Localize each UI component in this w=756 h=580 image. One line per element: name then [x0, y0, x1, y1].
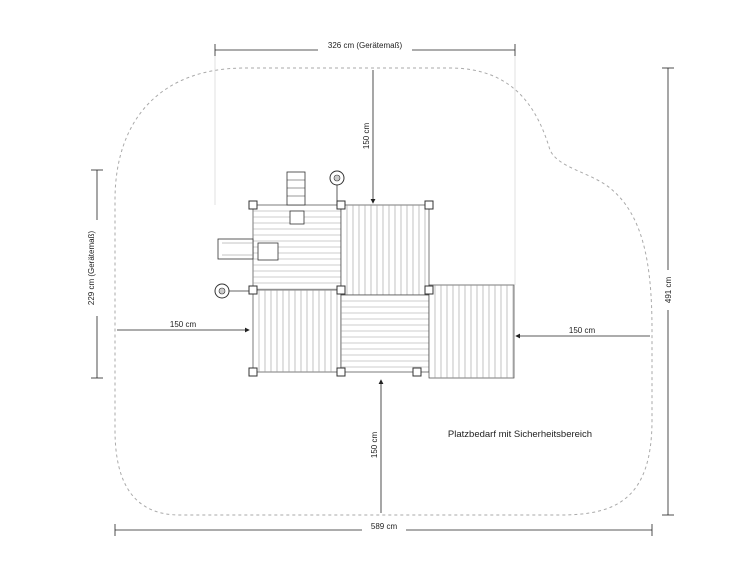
dimension-top-width: 326 cm (Gerätemaß): [214, 38, 516, 285]
dimension-right-clearance-label: 150 cm: [569, 326, 596, 335]
posts: [248, 200, 434, 377]
dimension-bottom-width-label: 589 cm: [371, 522, 398, 531]
platform-upper-right: [340, 204, 430, 296]
dimension-right-height-label: 491 cm: [664, 277, 673, 304]
dimension-top-clearance-label: 150 cm: [362, 123, 371, 150]
safety-area-outline: [114, 67, 653, 516]
ladder: [286, 171, 306, 225]
dimension-top-width-label: 326 cm (Gerätemaß): [328, 41, 403, 50]
dimension-left-height: 229 cm (Gerätemaß): [86, 169, 103, 379]
dimension-bottom-clearance-label: 150 cm: [370, 432, 379, 459]
play-structure: [214, 170, 515, 379]
steering-wheel-icon: [214, 283, 253, 299]
dimension-right-clearance: 150 cm: [515, 326, 650, 339]
dimension-left-clearance-label: 150 cm: [170, 320, 197, 329]
platform-right-extension: [428, 284, 515, 379]
dimension-top-clearance: 150 cm: [362, 70, 376, 204]
area-label: Platzbedarf mit Sicherheitsbereich: [448, 429, 592, 440]
platform-lower-middle: [340, 294, 430, 373]
dimension-bottom-width: 589 cm: [114, 519, 653, 536]
platform-lower-left: [252, 289, 342, 373]
dimension-bottom-clearance: 150 cm: [370, 379, 384, 513]
slide: [217, 238, 279, 261]
telescope-icon: [329, 170, 345, 205]
dimension-left-clearance: 150 cm: [117, 320, 250, 333]
dimension-right-height: 491 cm: [662, 67, 674, 516]
dimension-left-height-label: 229 cm (Gerätemaß): [87, 231, 96, 306]
